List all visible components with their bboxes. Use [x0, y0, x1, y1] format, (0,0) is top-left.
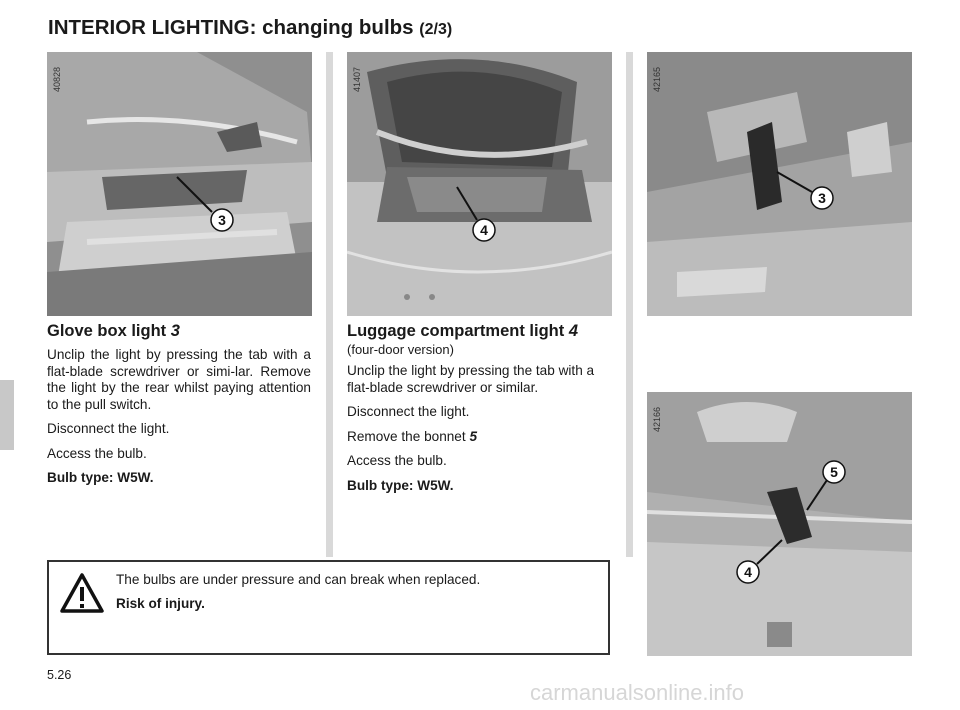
- detail-bottom-callout-4: 4: [744, 564, 752, 580]
- glovebox-text: Unclip the light by pressing the tab wit…: [47, 347, 311, 495]
- luggage-p4: Access the bulb.: [347, 453, 447, 468]
- detail-top-photo: 3: [647, 52, 912, 316]
- luggage-subheading: (four-door version): [347, 342, 454, 357]
- detail-top-ref: 42165: [652, 66, 662, 92]
- glovebox-heading: Glove box light 3: [47, 322, 180, 340]
- warning-box: The bulbs are under pressure and can bre…: [47, 560, 610, 655]
- chapter-tab: [0, 380, 14, 450]
- glovebox-photo: 3: [47, 52, 312, 316]
- luggage-p2: Disconnect the light.: [347, 404, 470, 419]
- detail-bottom-ref: 42166: [652, 406, 662, 432]
- glovebox-bulb: Bulb type: W5W.: [47, 470, 154, 485]
- glovebox-p2: Disconnect the light.: [47, 421, 170, 436]
- title-suffix: (2/3): [419, 21, 453, 38]
- column-divider-right: [626, 52, 633, 557]
- detail-bottom-callout-5: 5: [830, 464, 838, 480]
- warning-text: The bulbs are under pressure and can bre…: [116, 572, 480, 619]
- luggage-heading: Luggage compartment light 4: [347, 322, 579, 340]
- trunk-photo: 4: [347, 52, 612, 316]
- page-title: INTERIOR LIGHTING: changing bulbs (2/3): [48, 16, 452, 40]
- glovebox-ref: 40828: [52, 66, 62, 92]
- watermark: carmanualsonline.info: [530, 680, 745, 705]
- luggage-p3: Remove the bonnet 5: [347, 428, 477, 444]
- warning-triangle-icon: [60, 573, 104, 613]
- glovebox-p3: Access the bulb.: [47, 445, 147, 461]
- detail-top-callout: 3: [818, 190, 826, 206]
- warning-line2: Risk of injury.: [116, 595, 205, 611]
- glovebox-callout: 3: [218, 212, 226, 228]
- luggage-bulb: Bulb type: W5W.: [347, 477, 454, 493]
- trunk-callout: 4: [480, 222, 488, 238]
- warning-line1: The bulbs are under pressure and can bre…: [116, 572, 481, 587]
- page-number: 5.26: [47, 668, 72, 682]
- luggage-text: Unclip the light by pressing the tab wit…: [347, 363, 615, 502]
- detail-bottom-photo: 5 4: [647, 392, 912, 656]
- trunk-ref: 41407: [352, 66, 362, 92]
- luggage-p1: Unclip the light by pressing the tab wit…: [347, 363, 595, 395]
- column-divider-left: [326, 52, 333, 557]
- glovebox-p1: Unclip the light by pressing the tab wit…: [47, 347, 311, 412]
- title-main: INTERIOR LIGHTING: changing bulbs: [48, 16, 414, 39]
